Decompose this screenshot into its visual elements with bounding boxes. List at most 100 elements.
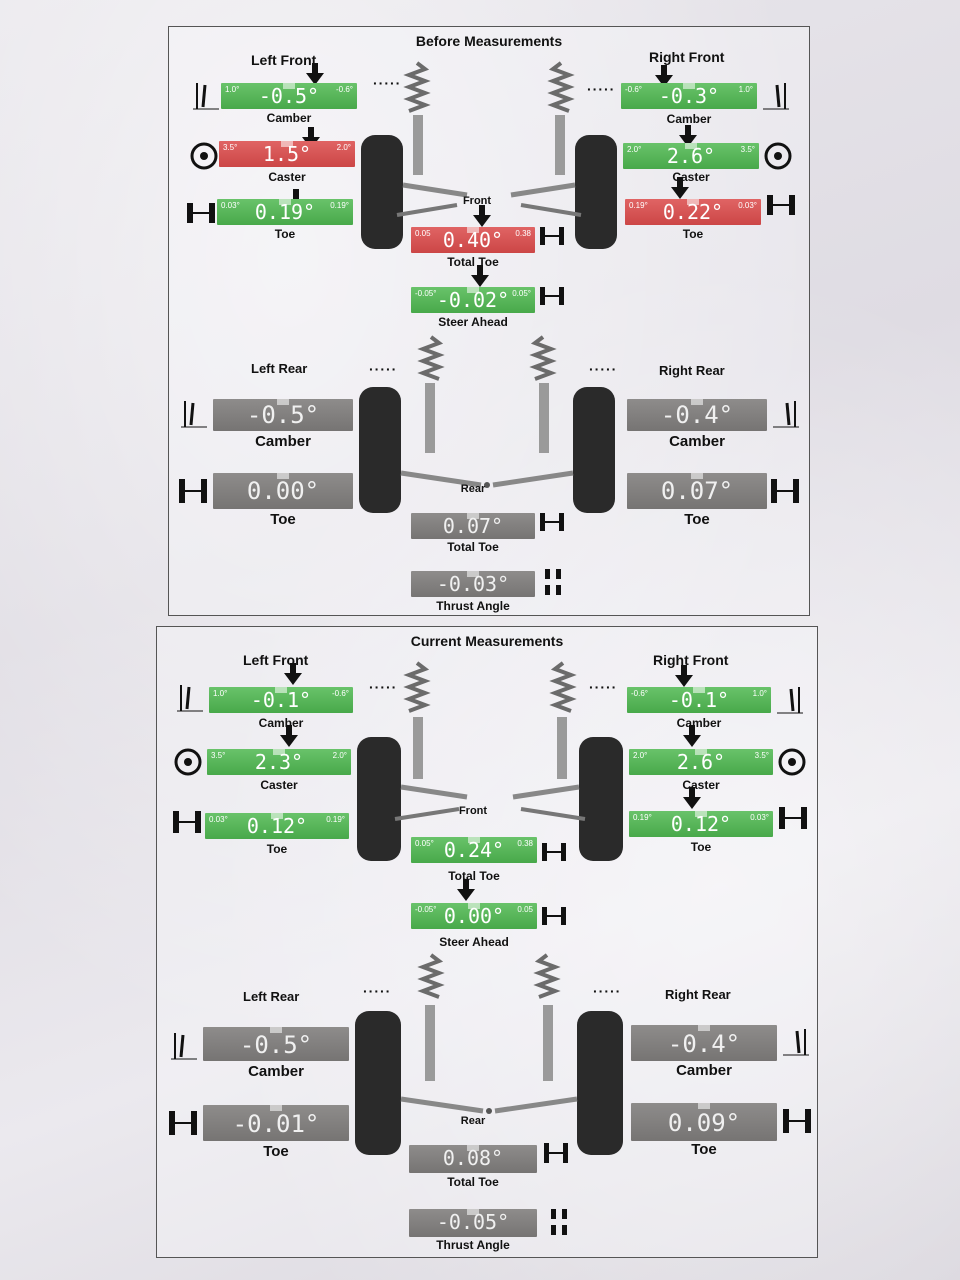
rf-caster-max: 3.5°: [740, 145, 755, 154]
rf-camber-min: -0.6°: [625, 85, 642, 94]
lf-toe-min: 0.03°: [209, 815, 228, 824]
lf-toe-label: Toe: [274, 227, 296, 241]
rr-toe-value: 0.07°: [660, 477, 734, 505]
thrust-angle-icon: [543, 567, 563, 602]
camber-wheel-icon: [181, 399, 207, 434]
front-total-toe-value: 0.24°: [443, 838, 505, 862]
lf-toe-value: 0.19°: [254, 200, 316, 224]
rear-axle-label: Rear: [460, 1115, 486, 1127]
lf-caster-min: 3.5°: [223, 143, 238, 152]
lr-camber-gauge: -0.5°: [203, 1027, 349, 1061]
rf-caster-value: 2.6°: [676, 750, 726, 774]
rf-caster-min: 2.0°: [633, 751, 648, 760]
total-toe-indicator-arrow: [473, 205, 491, 227]
lf-toe-value: 0.12°: [246, 814, 308, 838]
rear-total-toe-gauge: 0.07°: [411, 513, 535, 539]
lf-toe-gauge: 0.03° 0.19° 0.19°: [217, 199, 353, 225]
lf-camber-max: -0.6°: [332, 689, 349, 698]
rr-toe-label: Toe: [684, 511, 710, 528]
caster-wheel-icon: [777, 747, 807, 782]
lf-camber-value: -0.5°: [258, 84, 320, 108]
front-total-toe-label: Total Toe: [448, 869, 500, 883]
before-measurements-panel: Before Measurements Left Front 1.0° -0.6…: [168, 26, 810, 616]
steer-ahead-max: 0.05°: [512, 289, 531, 298]
front-axle-label: Front: [462, 195, 492, 207]
lr-camber-label: Camber: [248, 1063, 304, 1080]
camber-wheel-icon: [763, 81, 789, 116]
toe-indicator-arrow: [671, 177, 689, 199]
right-front-title: Right Front: [653, 652, 729, 668]
lr-toe-value: 0.00°: [246, 477, 320, 505]
lr-toe-label: Toe: [263, 1143, 289, 1160]
toe-axle-icon: [177, 475, 209, 514]
front-total-toe-min: 0.05: [415, 229, 431, 238]
lr-camber-label: Camber: [255, 433, 311, 450]
rf-toe-max: 0.03°: [738, 201, 757, 210]
front-total-toe-max: 0.38: [517, 839, 533, 848]
toe-indicator-arrow: [683, 787, 701, 809]
caster-wheel-icon: [173, 747, 203, 782]
ellipsis-left: ·····: [369, 361, 398, 377]
steer-ahead-min: -0.05°: [415, 905, 437, 914]
thrust-angle-value: -0.03°: [436, 572, 510, 596]
lr-camber-value: -0.5°: [239, 1031, 313, 1059]
lr-toe-gauge: -0.01°: [203, 1105, 349, 1141]
rr-toe-gauge: 0.07°: [627, 473, 767, 509]
lf-camber-gauge: 1.0° -0.6° -0.5°: [221, 83, 357, 109]
rr-camber-label: Camber: [669, 433, 725, 450]
left-rear-title: Left Rear: [243, 989, 300, 1004]
lf-caster-value: 1.5°: [262, 142, 312, 166]
rear-suspension-graphic: [355, 333, 619, 538]
lf-camber-value: -0.1°: [250, 688, 312, 712]
rf-caster-label: Caster: [682, 778, 720, 792]
rear-total-toe-label: Total Toe: [447, 1175, 499, 1189]
front-suspension-graphic: [355, 655, 625, 868]
lf-caster-max: 2.0°: [336, 143, 351, 152]
lr-toe-gauge: 0.00°: [213, 473, 353, 509]
steer-ahead-icon: [539, 283, 565, 316]
ellipsis-left: ·····: [373, 75, 402, 91]
panel-title: Current Measurements: [410, 633, 564, 649]
rf-caster-gauge: 2.0° 3.5° 2.6°: [629, 749, 773, 775]
lf-toe-max: 0.19°: [330, 201, 349, 210]
rear-axle-label: Rear: [460, 483, 486, 495]
rear-total-toe-label: Total Toe: [447, 540, 499, 554]
rf-toe-label: Toe: [682, 227, 704, 241]
rr-camber-gauge: -0.4°: [627, 399, 767, 431]
lr-toe-label: Toe: [270, 511, 296, 528]
rf-toe-value: 0.22°: [662, 200, 724, 224]
lf-toe-min: 0.03°: [221, 201, 240, 210]
toe-axle-icon: [765, 191, 797, 226]
lf-caster-gauge: 3.5° 2.0° 1.5°: [219, 141, 355, 167]
total-toe-icon: [543, 1139, 569, 1174]
toe-axle-icon: [781, 1105, 813, 1144]
steer-ahead-label: Steer Ahead: [439, 935, 509, 949]
current-measurements-panel: Current Measurements Left Front 1.0° -0.…: [156, 626, 818, 1258]
caster-wheel-icon: [189, 141, 219, 176]
ellipsis-right: ·····: [589, 679, 618, 695]
rr-toe-gauge: 0.09°: [631, 1103, 777, 1141]
rf-toe-label: Toe: [690, 840, 712, 854]
lf-camber-label: Camber: [266, 111, 312, 125]
steer-ahead-gauge: -0.05° 0.05° -0.02°: [411, 287, 535, 313]
lr-camber-value: -0.5°: [246, 401, 320, 429]
lf-toe-max: 0.19°: [326, 815, 345, 824]
rr-camber-gauge: -0.4°: [631, 1025, 777, 1061]
camber-wheel-icon: [171, 1031, 197, 1066]
front-total-toe-max: 0.38: [515, 229, 531, 238]
steer-ahead-value: -0.02°: [436, 288, 510, 312]
rr-camber-label: Camber: [676, 1062, 732, 1079]
caster-indicator-arrow: [280, 725, 298, 747]
lf-toe-label: Toe: [266, 842, 288, 856]
lf-camber-label: Camber: [258, 716, 304, 730]
toe-axle-icon: [185, 199, 217, 234]
rear-total-toe-value: 0.07°: [442, 514, 504, 538]
rf-toe-gauge: 0.19° 0.03° 0.12°: [629, 811, 773, 837]
steer-ahead-max: 0.05: [517, 905, 533, 914]
front-total-toe-gauge: 0.05° 0.38 0.24°: [411, 837, 537, 863]
rf-caster-value: 2.6°: [666, 144, 716, 168]
left-rear-title: Left Rear: [251, 361, 308, 376]
rf-toe-value: 0.12°: [670, 812, 732, 836]
right-rear-title: Right Rear: [659, 363, 725, 378]
toe-axle-icon: [769, 475, 801, 514]
